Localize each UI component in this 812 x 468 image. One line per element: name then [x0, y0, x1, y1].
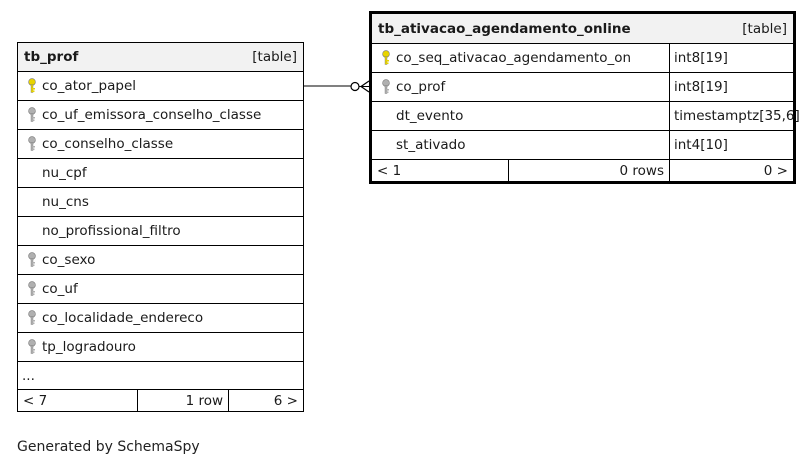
table-tb-prof[interactable]: tb_prof [table] co_ator_papel co_uf_emiss…: [17, 42, 304, 412]
table-name: tb_ativacao_agendamento_online: [378, 20, 631, 37]
foreign-key-icon: [22, 130, 42, 158]
crows-foot-upper: [360, 80, 370, 87]
column-name: co_uf: [42, 281, 78, 297]
column-row[interactable]: nu_cns: [18, 188, 303, 217]
column-row[interactable]: co_conselho_classe: [18, 130, 303, 159]
column-type: int8[19]: [674, 50, 728, 66]
children-count[interactable]: 0 >: [763, 162, 788, 179]
foreign-key-icon: [22, 304, 42, 332]
row-count: 1 row: [138, 390, 229, 411]
column-row[interactable]: co_ator_papel: [18, 72, 303, 101]
column-name: co_conselho_classe: [42, 136, 174, 152]
column-row[interactable]: co_localidade_endereco: [18, 304, 303, 333]
column-name-cell: nu_cns: [18, 188, 303, 216]
foreign-key-icon: [22, 101, 42, 129]
column-row[interactable]: co_uf: [18, 275, 303, 304]
children-count[interactable]: 6 >: [273, 392, 298, 409]
column-name: tp_logradouro: [42, 339, 136, 355]
column-row[interactable]: tp_logradouro: [18, 333, 303, 362]
column-name-cell: co_ator_papel: [18, 72, 303, 100]
crows-foot-lower: [360, 86, 370, 93]
column-type: int8[19]: [674, 79, 728, 95]
column-row[interactable]: no_profissional_filtro: [18, 217, 303, 246]
column-name: no_profissional_filtro: [42, 223, 181, 239]
column-name: nu_cns: [42, 194, 89, 210]
foreign-key-icon: [22, 275, 42, 303]
column-name-cell: co_uf_emissora_conselho_classe: [18, 101, 303, 129]
column-name-cell: dt_evento: [372, 102, 670, 130]
column-name-cell: co_sexo: [18, 246, 303, 274]
column-name-cell: co_localidade_endereco: [18, 304, 303, 332]
column-name: co_localidade_endereco: [42, 310, 204, 326]
table-footer: < 7 1 row 6 >: [18, 390, 303, 411]
parents-count[interactable]: < 1: [372, 160, 509, 181]
column-name-cell: co_uf: [18, 275, 303, 303]
column-name: dt_evento: [396, 108, 464, 124]
column-row[interactable]: co_sexo: [18, 246, 303, 275]
zero-cardinality-circle: [350, 81, 360, 92]
column-row[interactable]: co_uf_emissora_conselho_classe: [18, 101, 303, 130]
foreign-key-icon: [22, 246, 42, 274]
column-name-cell: st_ativado: [372, 131, 670, 159]
column-name-cell: no_profissional_filtro: [18, 217, 303, 245]
table-name: tb_prof: [24, 49, 79, 65]
primary-key-icon: [376, 44, 396, 72]
more-columns-ellipsis: ...: [18, 362, 303, 390]
column-row[interactable]: st_ativado int4[10]: [372, 131, 793, 160]
column-name: co_seq_ativacao_agendamento_on: [396, 50, 632, 66]
column-name: co_sexo: [42, 252, 96, 268]
table-header: tb_prof [table]: [18, 43, 303, 72]
column-type: int4[10]: [674, 137, 728, 153]
table-kind: [table]: [742, 20, 787, 37]
column-name: nu_cpf: [42, 165, 87, 181]
table-footer: < 1 0 rows 0 >: [372, 160, 793, 181]
column-row[interactable]: dt_evento timestamptz[35,6]: [372, 102, 800, 131]
credit-text: Generated by SchemaSpy: [17, 439, 200, 455]
column-name-cell: co_conselho_classe: [18, 130, 303, 158]
table-tb-ativacao-agendamento-online[interactable]: tb_ativacao_agendamento_online [table] c…: [369, 11, 800, 184]
table-header: tb_ativacao_agendamento_online [table]: [372, 14, 793, 44]
column-name-cell: co_prof: [372, 73, 670, 101]
column-name: st_ativado: [396, 137, 466, 153]
column-name-cell: nu_cpf: [18, 159, 303, 187]
table-kind: [table]: [252, 49, 297, 65]
foreign-key-icon: [22, 333, 42, 361]
column-name-cell: tp_logradouro: [18, 333, 303, 361]
primary-key-icon: [22, 72, 42, 100]
column-row[interactable]: co_seq_ativacao_agendamento_on int8[19]: [372, 44, 793, 73]
parents-count[interactable]: < 7: [18, 390, 138, 411]
column-name: co_prof: [396, 79, 446, 95]
column-name-cell: co_seq_ativacao_agendamento_on: [372, 44, 670, 72]
column-row[interactable]: nu_cpf: [18, 159, 303, 188]
column-row[interactable]: co_prof int8[19]: [372, 73, 793, 102]
foreign-key-icon: [376, 73, 396, 101]
column-name: co_uf_emissora_conselho_classe: [42, 107, 262, 123]
column-type: timestamptz[35,6]: [674, 108, 800, 124]
column-name: co_ator_papel: [42, 78, 137, 94]
row-count: 0 rows: [509, 160, 670, 181]
